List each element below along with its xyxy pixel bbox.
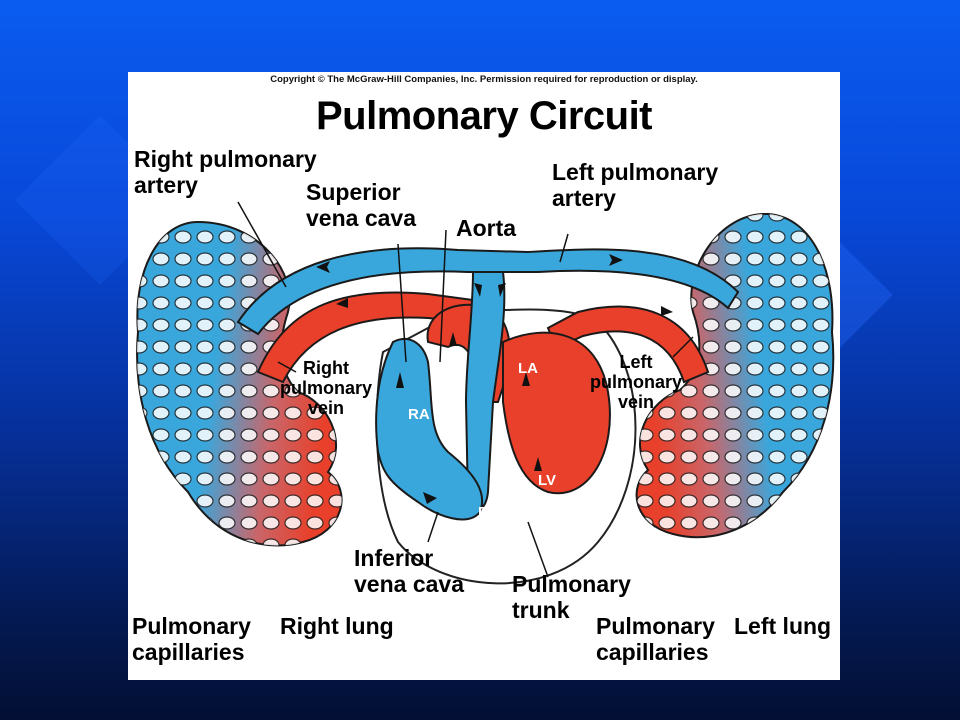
label-inferior-vena-cava: Inferior vena cava	[354, 545, 464, 597]
diagram-title: Pulmonary Circuit	[315, 94, 653, 138]
label-superior-vena-cava: Superior vena cava	[306, 179, 416, 231]
label-left-pulmonary-artery: Left pulmonary artery	[552, 159, 719, 211]
chamber-lv: LV	[538, 472, 557, 489]
chamber-rv: RV	[478, 504, 499, 521]
leader-lines	[237, 201, 694, 578]
label-pulmonary-capillaries-right: Pulmonary capillaries	[596, 613, 715, 665]
right-lung	[136, 220, 343, 547]
label-right-pulmonary-vein: Right pulmonary vein	[280, 358, 373, 419]
label-right-pulmonary-artery: Right pulmonary artery	[134, 146, 317, 198]
left-pulmonary-vein	[546, 305, 710, 384]
label-left-pulmonary-vein: Left pulmonary vein	[590, 352, 683, 413]
chamber-ra: RA	[408, 406, 430, 423]
pulmonary-circuit-illustration	[136, 201, 835, 585]
left-lung	[635, 212, 835, 539]
diagram-panel: Copyright © The McGraw-Hill Companies, I…	[128, 72, 840, 680]
copyright-notice: Copyright © The McGraw-Hill Companies, I…	[270, 74, 698, 85]
label-pulmonary-trunk: Pulmonary trunk	[512, 571, 631, 623]
label-right-lung: Right lung	[280, 613, 394, 639]
pulmonary-artery-arch	[236, 247, 740, 336]
flow-arrows	[316, 254, 673, 504]
label-aorta: Aorta	[456, 215, 517, 241]
left-heart-chambers	[502, 331, 611, 495]
label-pulmonary-capillaries-left: Pulmonary capillaries	[132, 613, 251, 665]
label-left-lung: Left lung	[734, 613, 832, 639]
chamber-la: LA	[518, 360, 538, 377]
